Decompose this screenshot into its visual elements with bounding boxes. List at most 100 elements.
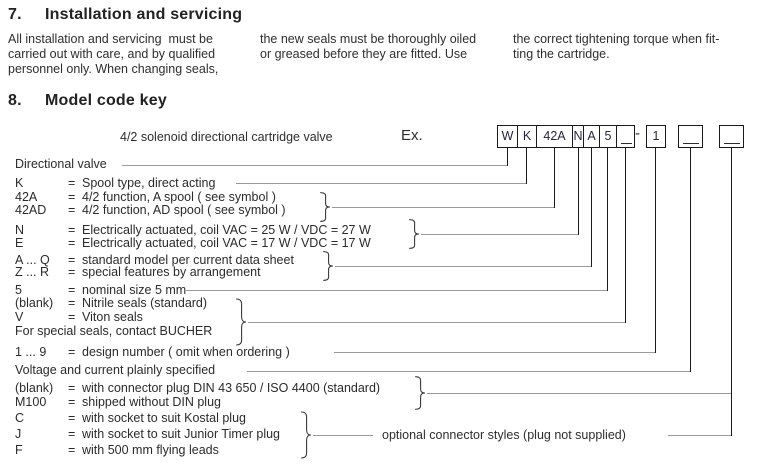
row-text: special features by arrangement bbox=[82, 265, 261, 279]
row-equals: = bbox=[68, 190, 76, 204]
brace-glyph bbox=[413, 376, 426, 410]
brace-glyph bbox=[299, 411, 312, 459]
row-equals: = bbox=[68, 236, 76, 250]
brace-icon bbox=[413, 376, 426, 410]
connector-line bbox=[731, 147, 732, 436]
row-text: Directional valve bbox=[15, 157, 107, 171]
row-code: C bbox=[15, 411, 25, 425]
row-text: For special seals, contact BUCHER bbox=[15, 324, 213, 338]
row-code: A ... Q bbox=[15, 253, 50, 267]
row-equals: = bbox=[68, 381, 76, 395]
code-box: K bbox=[517, 125, 537, 148]
row-code: E bbox=[15, 236, 24, 250]
code-box: 5 bbox=[599, 125, 617, 148]
connector-line bbox=[578, 147, 579, 235]
leader-line bbox=[332, 207, 555, 208]
leader-line bbox=[334, 352, 656, 353]
row-text: Spool type, direct acting bbox=[82, 176, 216, 190]
row-equals: = bbox=[68, 443, 76, 457]
connector-line bbox=[591, 147, 592, 267]
leader-line bbox=[122, 165, 508, 166]
section-7-heading: 7. Installation and servicing bbox=[8, 6, 242, 24]
blank-code-box bbox=[678, 125, 703, 148]
code-box bbox=[616, 125, 635, 148]
row-equals: = bbox=[68, 296, 76, 310]
row-text: 4/2 function, A spool ( see symbol ) bbox=[82, 190, 276, 204]
section-8-title: Model code key bbox=[45, 92, 167, 109]
row-code: 5 bbox=[15, 283, 22, 297]
row-code: V bbox=[15, 310, 24, 324]
row-equals: = bbox=[68, 265, 76, 279]
blank-fill-mark bbox=[620, 143, 632, 144]
brace-glyph bbox=[318, 192, 331, 222]
row-code: 42A bbox=[15, 190, 38, 204]
row-equals: = bbox=[68, 310, 76, 324]
code-box: W bbox=[497, 125, 518, 148]
row-text: standard model per current data sheet bbox=[82, 253, 294, 267]
row-text: Electrically actuated, coil VAC = 17 W /… bbox=[82, 236, 371, 250]
blank-fill-mark bbox=[682, 143, 699, 144]
section7-column-1: All installation and servicing must be c… bbox=[8, 32, 219, 76]
row-equals: = bbox=[68, 283, 76, 297]
brace-icon bbox=[407, 219, 420, 249]
leader-line bbox=[186, 290, 608, 291]
connector-line bbox=[526, 147, 527, 184]
row-code: K bbox=[15, 176, 24, 190]
blank-fill-mark bbox=[723, 143, 740, 144]
connector-line bbox=[655, 147, 656, 353]
row-text: with 500 mm flying leads bbox=[82, 443, 219, 457]
row-text: shipped without DIN plug bbox=[82, 395, 221, 409]
brace-icon bbox=[234, 298, 247, 346]
section-8-heading: 8. Model code key bbox=[8, 92, 167, 110]
leader-line bbox=[313, 435, 373, 436]
row-code: N bbox=[15, 223, 25, 237]
brace-icon bbox=[321, 251, 334, 281]
brace-icon bbox=[318, 192, 331, 222]
code-box: A bbox=[583, 125, 600, 148]
row-text: with connector plug DIN 43 650 / ISO 440… bbox=[82, 381, 381, 395]
row-text: 4/2 function, AD spool ( see symbol ) bbox=[82, 203, 286, 217]
code-box: 42A bbox=[536, 125, 573, 148]
row-code: (blank) bbox=[15, 296, 54, 310]
section7-column-2: the new seals must be thoroughly oiled o… bbox=[260, 32, 477, 61]
row-equals: = bbox=[68, 345, 76, 359]
code-separator: - bbox=[635, 125, 640, 142]
row-code: (blank) bbox=[15, 381, 54, 395]
leader-line bbox=[668, 435, 732, 436]
row-equals: = bbox=[68, 427, 76, 441]
row-equals: = bbox=[68, 253, 76, 267]
row-equals: = bbox=[68, 411, 76, 425]
row-equals: = bbox=[68, 176, 76, 190]
brace-glyph bbox=[234, 298, 247, 346]
leader-line bbox=[248, 322, 626, 323]
row-code: F bbox=[15, 443, 23, 457]
row-text: Electrically actuated, coil VAC = 25 W /… bbox=[82, 223, 371, 237]
leader-line bbox=[236, 183, 527, 184]
brace-glyph bbox=[407, 219, 420, 249]
leader-line bbox=[421, 234, 579, 235]
row-text: nominal size 5 mm bbox=[82, 283, 187, 297]
brace-glyph bbox=[321, 251, 334, 281]
section-7-title: Installation and servicing bbox=[45, 6, 243, 23]
connector-line bbox=[607, 147, 608, 291]
row-equals: = bbox=[68, 395, 76, 409]
row-code: Z ... R bbox=[15, 265, 50, 279]
section-7-number: 7. bbox=[8, 6, 22, 23]
section-8-number: 8. bbox=[8, 92, 22, 109]
row-code: M100 bbox=[15, 395, 47, 409]
optional-connector-note: optional connector styles (plug not supp… bbox=[382, 428, 626, 442]
row-text: design number ( omit when ordering ) bbox=[82, 345, 290, 359]
section7-column-3: the correct tightening torque when fit- … bbox=[513, 32, 720, 61]
brace-icon bbox=[299, 411, 312, 459]
row-text: Viton seals bbox=[82, 310, 143, 324]
row-code: 42AD bbox=[15, 203, 47, 217]
design-number-box: 1 bbox=[646, 125, 666, 148]
row-text: with socket to suit Kostal plug bbox=[82, 411, 246, 425]
row-text: Voltage and current plainly specified bbox=[15, 363, 216, 377]
row-code: J bbox=[15, 427, 22, 441]
connector-line bbox=[690, 147, 691, 372]
row-equals: = bbox=[68, 223, 76, 237]
example-label: Ex. bbox=[401, 127, 423, 144]
